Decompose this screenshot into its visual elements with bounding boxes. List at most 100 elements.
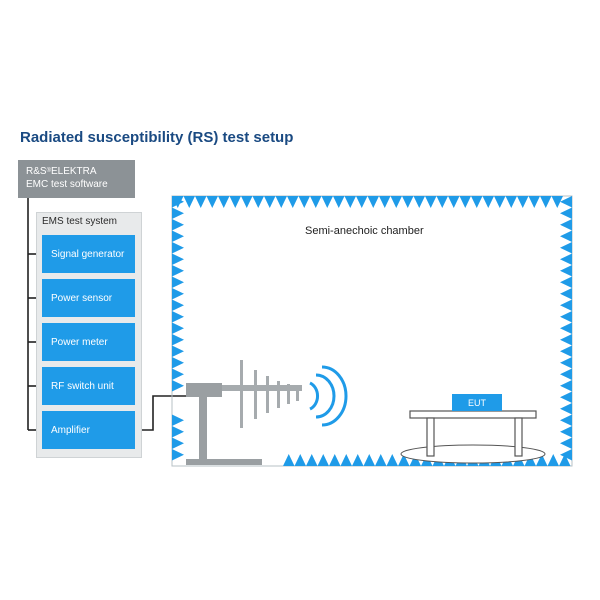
- absorber-right: [560, 322, 572, 334]
- absorber-left: [172, 368, 184, 380]
- absorber-right: [560, 391, 572, 403]
- absorber-right: [560, 207, 572, 219]
- absorber-top: [471, 196, 483, 208]
- software-subtitle: EMC test software: [26, 179, 108, 190]
- absorber-top: [206, 196, 218, 208]
- absorber-right: [560, 265, 572, 277]
- absorber-floor: [340, 454, 352, 466]
- absorber-top: [540, 196, 552, 208]
- absorber-right: [560, 414, 572, 426]
- absorber-left: [172, 380, 184, 392]
- absorber-right: [560, 437, 572, 449]
- absorber-right: [560, 299, 572, 311]
- absorber-right: [560, 426, 572, 438]
- absorber-top: [241, 196, 253, 208]
- absorber-top: [459, 196, 471, 208]
- absorber-left: [172, 219, 184, 231]
- absorber-right: [560, 253, 572, 265]
- absorber-floor: [306, 454, 318, 466]
- absorber-right: [560, 357, 572, 369]
- absorber-right: [560, 380, 572, 392]
- absorber-right: [560, 288, 572, 300]
- radiation-waves-icon: [309, 365, 348, 427]
- absorber-floor: [283, 454, 295, 466]
- absorber-top: [528, 196, 540, 208]
- absorber-left: [172, 357, 184, 369]
- absorber-top: [425, 196, 437, 208]
- absorber-top: [183, 196, 195, 208]
- absorber-top: [390, 196, 402, 208]
- absorber-top: [252, 196, 264, 208]
- absorber-floor: [409, 454, 421, 466]
- module-signal-generator: Signal generator: [42, 235, 135, 273]
- absorber-left: [172, 242, 184, 254]
- absorber-top: [321, 196, 333, 208]
- absorber-floor: [352, 454, 364, 466]
- absorber-floor: [329, 454, 341, 466]
- absorber-floor: [559, 454, 571, 466]
- eut-box: EUT: [452, 394, 502, 411]
- module-amplifier: Amplifier: [42, 411, 135, 449]
- absorber-floor: [398, 454, 410, 466]
- absorber-top: [356, 196, 368, 208]
- absorber-top: [298, 196, 310, 208]
- absorber-right: [560, 196, 572, 208]
- absorber-top: [264, 196, 276, 208]
- absorber-right: [560, 219, 572, 231]
- absorber-floor: [547, 454, 559, 466]
- ems-system-label: EMS test system: [42, 216, 118, 227]
- absorber-left: [172, 345, 184, 357]
- absorber-top: [402, 196, 414, 208]
- absorber-right: [560, 311, 572, 323]
- module-rf-switch-unit: RF switch unit: [42, 367, 135, 405]
- absorber-left: [172, 334, 184, 346]
- absorber-floor: [375, 454, 387, 466]
- absorber-right: [560, 276, 572, 288]
- absorber-top: [517, 196, 529, 208]
- absorber-right: [560, 230, 572, 242]
- absorber-top: [218, 196, 230, 208]
- absorber-top: [229, 196, 241, 208]
- diagram-title: Radiated susceptibility (RS) test setup: [20, 129, 294, 146]
- absorber-left: [172, 437, 184, 449]
- absorber-top: [448, 196, 460, 208]
- module-power-sensor: Power sensor: [42, 279, 135, 317]
- absorber-left: [172, 265, 184, 277]
- absorber-top: [275, 196, 287, 208]
- turntable: [400, 444, 546, 464]
- absorber-right: [560, 368, 572, 380]
- antenna: [222, 360, 302, 428]
- absorber-left: [172, 207, 184, 219]
- absorber-floor: [294, 454, 306, 466]
- absorber-floor: [536, 454, 548, 466]
- absorber-floor: [317, 454, 329, 466]
- absorber-left: [172, 253, 184, 265]
- absorber-floor: [386, 454, 398, 466]
- emc-software-box: R&S®ELEKTRA EMC test software: [18, 160, 135, 198]
- absorber-floor: [363, 454, 375, 466]
- absorber-left: [172, 311, 184, 323]
- absorber-right: [560, 334, 572, 346]
- absorber-left: [172, 426, 184, 438]
- absorber-left: [172, 414, 184, 426]
- absorber-top: [344, 196, 356, 208]
- absorber-right: [560, 449, 572, 461]
- absorber-left: [172, 276, 184, 288]
- absorber-top: [413, 196, 425, 208]
- absorber-top: [482, 196, 494, 208]
- absorber-left: [172, 449, 184, 461]
- absorber-right: [560, 403, 572, 415]
- absorber-floor: [524, 454, 536, 466]
- absorber-top: [494, 196, 506, 208]
- software-name: R&S®ELEKTRA: [26, 166, 97, 177]
- absorber-top: [310, 196, 322, 208]
- absorber-top: [287, 196, 299, 208]
- absorber-top: [367, 196, 379, 208]
- absorber-left: [172, 299, 184, 311]
- absorber-left: [172, 288, 184, 300]
- absorber-right: [560, 345, 572, 357]
- absorber-top: [333, 196, 345, 208]
- absorber-left: [172, 196, 184, 208]
- chamber-label: Semi-anechoic chamber: [305, 225, 424, 237]
